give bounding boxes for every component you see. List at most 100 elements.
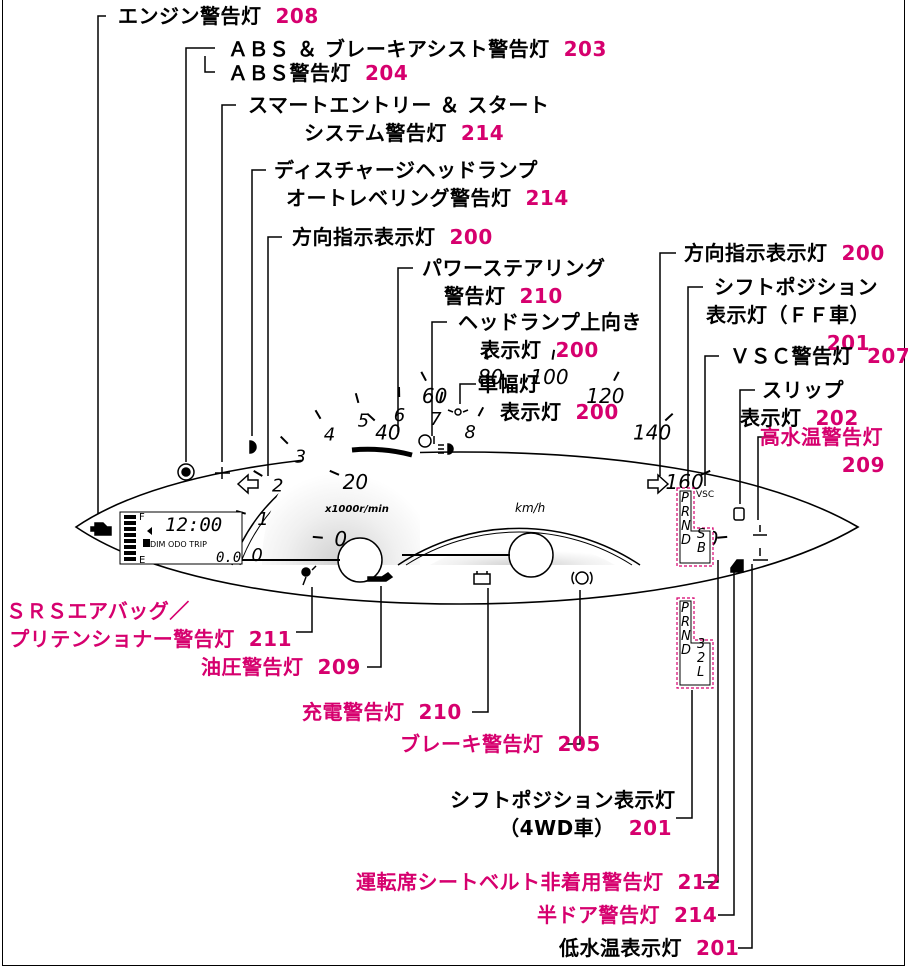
oil-icon <box>367 572 394 582</box>
speed-label-tick-80 <box>484 349 489 360</box>
shift-ff-S: S <box>697 527 705 542</box>
label-shift-4wd: シフトポジション表示灯 （4WD車）201 <box>450 788 676 840</box>
speed-label-80: 80 <box>478 365 503 389</box>
tach-label-tick-8 <box>477 406 485 417</box>
shift-box-ff <box>676 487 714 567</box>
tach-label-2: 2 <box>272 475 283 496</box>
speed-label-0: 0 <box>334 527 347 551</box>
label-high-temp: 高水温警告灯 209 <box>760 425 885 477</box>
high-temp-icon <box>753 525 767 536</box>
shift-ff-N: N <box>681 519 691 534</box>
tachometer <box>231 411 420 583</box>
speed-label-tick-100 <box>551 349 556 360</box>
leader-lines <box>97 15 774 949</box>
speed-label-60: 60 <box>422 384 447 408</box>
shift-4wd-N: N <box>681 629 691 644</box>
fuel-full: F <box>139 512 145 523</box>
speed-label-120: 120 <box>586 384 624 408</box>
shift-4wd-2: 2 <box>697 651 705 666</box>
tach-label-7: 7 <box>430 409 442 430</box>
speed-label-tick-140 <box>664 412 674 422</box>
shift-box-4wd <box>676 597 714 689</box>
tach-unit: x1000r/min <box>324 504 389 515</box>
lcd-clock: 12:00 <box>165 514 222 536</box>
speed-label-20: 20 <box>343 470 368 494</box>
headlamp-leveling-icon <box>249 440 257 454</box>
fuel-empty: E <box>139 555 145 566</box>
slip-icon <box>733 507 745 521</box>
speed-label-tick-120 <box>613 371 620 382</box>
tach-label-8: 8 <box>464 422 475 443</box>
power-steering-icon <box>418 434 435 448</box>
battery-icon <box>473 571 491 585</box>
tach-label-0: 0 <box>251 545 262 566</box>
speedometer <box>397 527 641 578</box>
tach-label-tick-2 <box>253 470 263 477</box>
tach-label-3: 3 <box>295 447 306 468</box>
tach-label-tick-3 <box>279 435 289 445</box>
lcd-trip: 0.0 <box>216 550 241 566</box>
speed-label-140: 140 <box>633 420 671 444</box>
shift-4wd-P: P <box>681 601 689 616</box>
speed-label-tick-60 <box>420 371 427 382</box>
tach-label-1: 1 <box>257 509 268 530</box>
tach-label-5: 5 <box>358 410 369 431</box>
shift-4wd-D: D <box>681 643 691 658</box>
turn-right-icon <box>647 473 670 495</box>
tach-label-tick-7 <box>439 391 444 402</box>
speed-unit: km/h <box>515 501 545 515</box>
shift-ff-B: B <box>697 541 706 556</box>
door-icon <box>730 559 744 573</box>
shift-4wd-R: R <box>681 615 690 630</box>
speed-label-tick-0 <box>312 535 323 539</box>
shift-ff-D: D <box>681 533 691 548</box>
shift-4wd-3: 3 <box>697 637 705 652</box>
srs-icon <box>301 565 317 586</box>
label-shift-ff: シフトポジション 表示灯（ＦＦ車） 201 <box>706 275 878 355</box>
vsc-text: VSC <box>696 490 714 500</box>
turn-left-icon <box>236 473 259 495</box>
lcd-display <box>119 511 243 565</box>
speed-label-100: 100 <box>530 365 568 389</box>
tach-label-tick-5 <box>354 393 360 404</box>
tach-label-6: 6 <box>394 405 405 426</box>
shift-ff-R: R <box>681 505 690 520</box>
lcd-odo-label: DIM ODO TRIP <box>150 540 207 549</box>
tach-label-4: 4 <box>324 424 335 445</box>
key-icon <box>215 467 230 479</box>
engine-icon <box>90 522 112 536</box>
high-beam-icon <box>438 443 454 455</box>
low-temp-icon <box>753 548 768 561</box>
shift-4wd-L: L <box>697 665 704 680</box>
brake-icon <box>571 571 593 585</box>
speed-label-tick-40 <box>366 412 376 422</box>
shift-ff-P: P <box>681 491 689 506</box>
speed-label-40: 40 <box>375 420 400 444</box>
tach-label-tick-4 <box>314 409 322 420</box>
speed-label-tick-20 <box>329 469 340 476</box>
width-lamp-icon <box>447 408 469 416</box>
speed-label-tick-180 <box>717 535 728 539</box>
